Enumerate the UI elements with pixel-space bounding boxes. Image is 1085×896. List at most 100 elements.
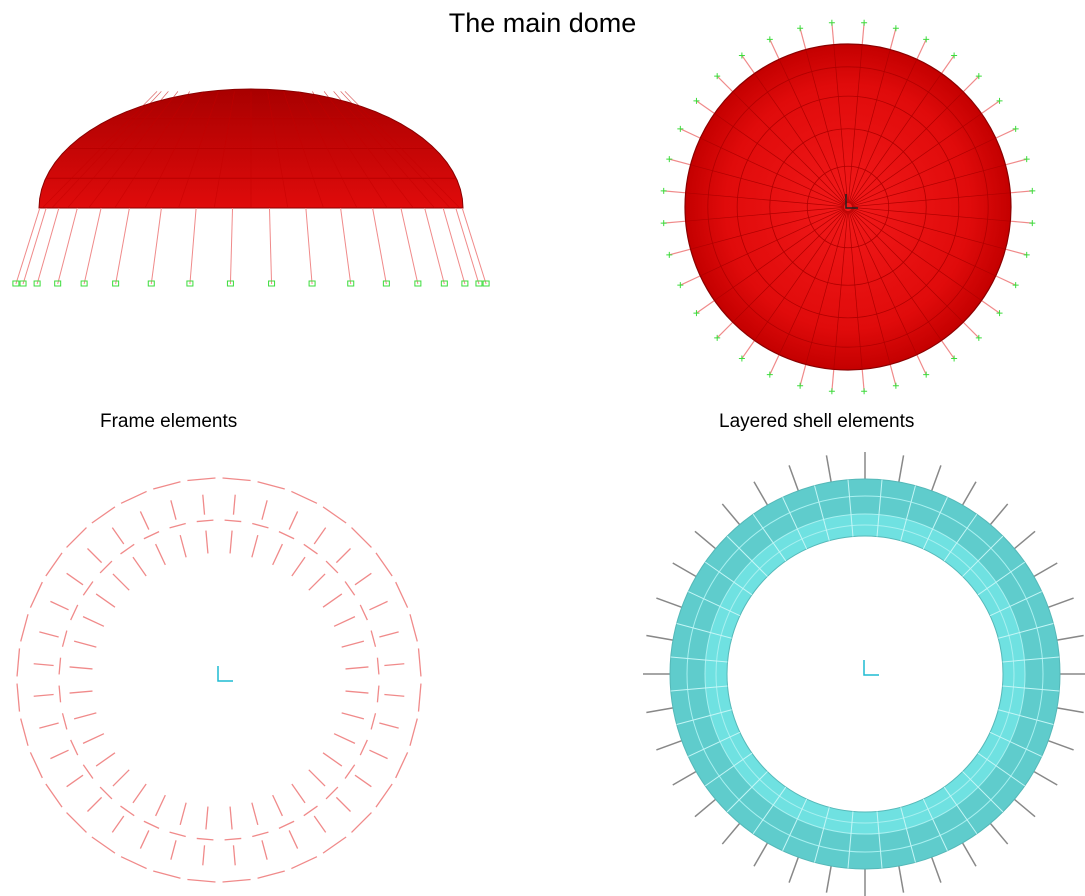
shell-spoke <box>898 865 905 893</box>
support-leg <box>424 207 445 285</box>
frame-element <box>232 494 236 515</box>
frame-ring-element <box>322 506 347 524</box>
shell-spoke <box>1056 634 1084 641</box>
frame-element <box>179 802 187 826</box>
support-node <box>892 382 899 389</box>
support-node <box>666 251 673 258</box>
support-node <box>1012 282 1019 289</box>
frame-element <box>139 830 150 849</box>
shell-spoke <box>1056 707 1084 714</box>
frame-element <box>272 794 283 817</box>
frame-element <box>251 802 259 826</box>
support-leg <box>941 340 955 359</box>
support-leg <box>455 207 480 285</box>
shell-element-divider <box>962 535 1004 577</box>
plan-meridian-line <box>849 210 918 355</box>
frame-element <box>229 530 233 554</box>
shell-spoke <box>656 739 683 751</box>
support-node <box>666 156 673 163</box>
frame-element <box>179 534 187 558</box>
frame-element <box>322 593 343 608</box>
support-leg <box>741 55 755 74</box>
support-leg <box>981 100 1000 114</box>
support-node <box>766 36 773 43</box>
frame-element <box>369 749 388 760</box>
frame-ring-element <box>61 713 68 730</box>
frame-element <box>333 616 356 627</box>
frame-element <box>308 769 326 787</box>
shell-spoke <box>788 856 800 883</box>
support-node <box>308 280 316 287</box>
support-node <box>828 19 835 26</box>
support-leg <box>680 275 701 286</box>
support-node <box>33 280 41 287</box>
frame-ring-element <box>224 519 242 523</box>
frame-ring-element <box>91 506 116 524</box>
support-leg <box>696 300 715 314</box>
support-leg <box>769 354 780 375</box>
frame-element <box>82 616 105 627</box>
support-leg <box>769 39 780 60</box>
frame-ring-element <box>222 878 251 883</box>
frame-ring-element <box>66 812 87 833</box>
frame-ring-element <box>120 805 135 817</box>
shell-element-divider <box>922 798 948 851</box>
plan-ring-line <box>736 95 960 319</box>
support-node <box>660 187 667 194</box>
shell-spoke <box>898 455 905 483</box>
elevation-meridian-line <box>333 91 435 209</box>
support-node <box>975 73 982 80</box>
plan-meridian-line <box>833 210 849 370</box>
shell-spoke <box>646 707 674 714</box>
frame-ring-element <box>417 648 422 677</box>
plan-meridian-line <box>700 137 845 206</box>
frame-ring-element <box>303 543 318 555</box>
shell-spoke <box>1047 739 1074 751</box>
plan-meridian-line <box>690 207 845 250</box>
support-leg <box>1005 158 1027 166</box>
plan-meridian-line <box>851 206 1011 222</box>
support-node <box>19 280 27 287</box>
support-node <box>475 280 483 287</box>
frame-ring-element <box>120 543 135 555</box>
shell-spoke <box>825 865 832 893</box>
shell-element-divider <box>998 709 1054 725</box>
frame-ring-element <box>395 581 409 608</box>
frame-ring-element <box>325 560 339 574</box>
frame-ring-element <box>344 764 356 779</box>
plan-meridian-line <box>851 164 1006 207</box>
frame-element <box>313 815 327 833</box>
frame-ring-element <box>375 783 393 808</box>
plan-meridian-line <box>700 208 845 277</box>
frame-element <box>112 573 130 591</box>
plan-meridian-line <box>754 73 846 204</box>
plan-meridian-line <box>851 137 996 206</box>
shell-element-divider <box>670 685 728 692</box>
shell-element-divider <box>688 591 741 617</box>
elevation-meridian-line <box>340 91 451 209</box>
frame-element <box>384 663 405 667</box>
shell-element-divider <box>688 731 741 757</box>
support-leg <box>663 220 686 224</box>
shell-spoke <box>961 842 977 867</box>
support-leg <box>799 364 807 386</box>
plan-meridian-line <box>732 91 846 205</box>
support-node <box>923 36 930 43</box>
frame-ring-element <box>325 786 339 800</box>
frame-element <box>66 572 84 586</box>
shell-spoke <box>1047 597 1074 609</box>
frame-element <box>155 794 166 817</box>
support-leg <box>400 207 419 285</box>
support-node <box>1012 125 1019 132</box>
frame-element <box>132 556 147 577</box>
shell-spoke <box>694 530 717 550</box>
frame-element <box>313 527 327 545</box>
frame-element <box>322 752 343 767</box>
frame-ring-element <box>143 820 160 829</box>
frame-element <box>33 693 54 697</box>
elevation-meridian-line <box>283 91 324 209</box>
support-leg <box>861 369 865 392</box>
frame-ring-element <box>303 805 318 817</box>
frame-ring-element <box>120 856 147 870</box>
shell-element-divider <box>989 591 1042 617</box>
